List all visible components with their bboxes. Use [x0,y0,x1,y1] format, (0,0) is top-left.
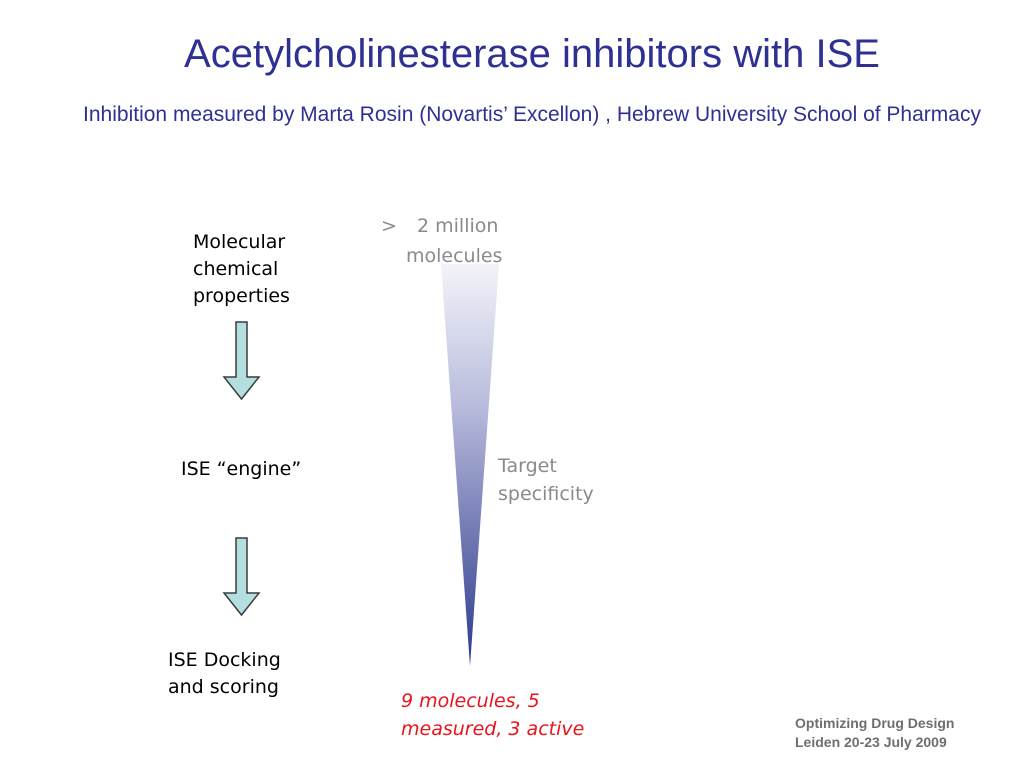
funnel-top-prefix: > [381,215,397,237]
target-specificity-label: Target specificity [498,452,594,508]
target-specificity-line-1: Target [498,455,557,477]
footer-place-date: Leiden 20-23 July 2009 [795,734,947,750]
result-line-1: 9 molecules, 5 [401,690,540,712]
step-1-line-1: Molecular [193,231,286,253]
result-line-2: measured, 3 active [401,718,585,740]
step-docking-scoring: ISE Docking and scoring [168,647,281,701]
slide-subtitle: Inhibition measured by Marta Rosin (Nova… [83,103,981,126]
step-molecular-properties: Molecular chemical properties [193,229,290,310]
funnel-top-label: > 2 million [381,212,498,240]
target-specificity-line-2: specificity [498,483,594,505]
step-ise-engine: ISE “engine” [181,458,302,480]
down-arrow-icon [222,321,261,401]
step-1-line-3: properties [193,285,290,307]
footer-event: Optimizing Drug Design [795,715,955,731]
step-3-line-1: ISE Docking [168,649,281,671]
step-1-line-2: chemical [193,258,279,280]
result-label: 9 molecules, 5 measured, 3 active [401,687,584,743]
down-arrow-icon [222,537,261,617]
footer: Optimizing Drug Design Leiden 20-23 July… [795,714,954,752]
funnel-top-line-1: 2 million [417,215,499,237]
step-3-line-2: and scoring [168,676,279,698]
slide-title: Acetylcholinesterase inhibitors with ISE [184,32,880,76]
funnel-cone [441,264,499,666]
funnel-top-label-line-2: molecules [406,245,503,267]
